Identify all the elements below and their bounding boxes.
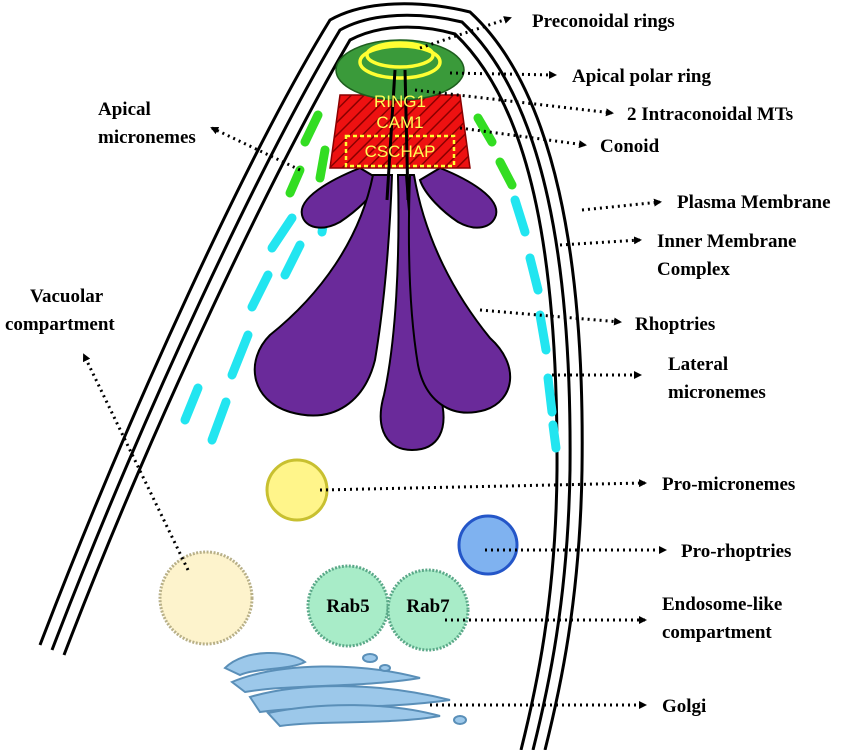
- rab7-label: Rab7: [406, 596, 450, 617]
- pro-rhoptries-vesicle: [459, 516, 517, 574]
- label-pro-rhoptries: Pro-rhoptries: [681, 541, 791, 562]
- label-rhoptries: Rhoptries: [635, 314, 715, 335]
- label-golgi: Golgi: [662, 696, 706, 717]
- pro-micronemes-vesicle: [267, 460, 327, 520]
- label-endosome-line2: compartment: [662, 622, 772, 643]
- label-vacuolar-line2: compartment: [5, 314, 115, 335]
- label-pro-micronemes: Pro-micronemes: [662, 474, 795, 495]
- golgi-apparatus: [225, 653, 466, 726]
- label-apical-polar-ring: Apical polar ring: [572, 66, 711, 87]
- label-plasma-membrane: Plasma Membrane: [677, 192, 831, 213]
- ring1-label: RING1: [374, 92, 426, 111]
- label-inner-membrane-line2: Complex: [657, 259, 730, 280]
- label-inner-membrane-line1: Inner Membrane: [657, 231, 797, 252]
- label-endosome-line1: Endosome-like: [662, 594, 782, 615]
- label-lateral-micronemes-line1: Lateral: [668, 354, 728, 375]
- label-apical-micronemes-line2: micronemes: [98, 127, 196, 148]
- rhoptries: [255, 168, 510, 450]
- label-vacuolar-line1: Vacuolar: [30, 286, 104, 307]
- apical-polar-ring: [336, 40, 464, 100]
- label-apical-micronemes-line1: Apical: [98, 99, 151, 120]
- rab5-label: Rab5: [326, 596, 369, 617]
- label-intraconoidal-mts: 2 Intraconoidal MTs: [627, 104, 793, 125]
- vacuolar-compartment: [160, 552, 252, 644]
- label-conoid: Conoid: [600, 136, 660, 157]
- label-lateral-micronemes-line2: micronemes: [668, 382, 766, 403]
- label-preconoidal-rings: Preconoidal rings: [532, 11, 675, 32]
- cam1-label: CAM1: [376, 113, 423, 132]
- cschap-label: CSCHAP: [365, 142, 436, 161]
